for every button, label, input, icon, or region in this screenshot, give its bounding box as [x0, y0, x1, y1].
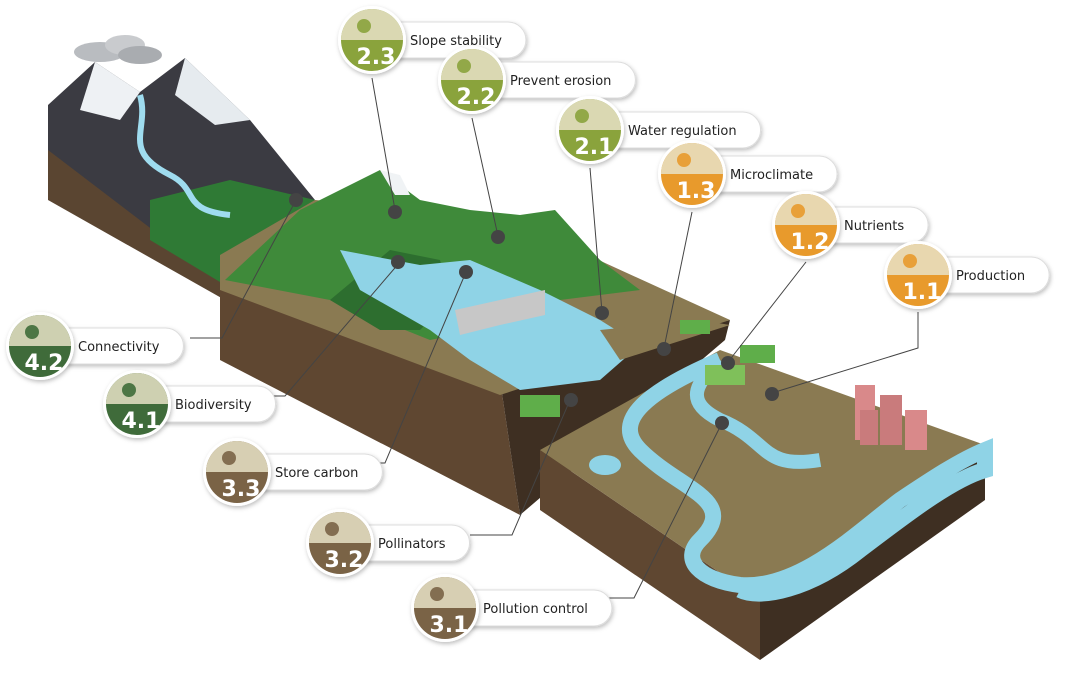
badge-store-carbon: 3.3 Store carbon [203, 438, 383, 506]
icon-glyph [457, 59, 471, 73]
line-nutrients [727, 261, 807, 363]
marker-pollinators [564, 393, 578, 407]
badge-number: 2.3 [357, 45, 396, 70]
icon-glyph [677, 153, 691, 167]
marker-connectivity [289, 193, 303, 207]
badge-number: 3.1 [430, 613, 469, 638]
wetland-icon [414, 577, 476, 608]
badge-label: Slope stability [410, 34, 502, 49]
badge-biodiversity: 4.1 Biodiversity [103, 370, 277, 438]
icon-glyph [430, 587, 444, 601]
icon-glyph [903, 254, 917, 268]
line-pollinators [470, 399, 571, 536]
trees-path-icon [9, 315, 71, 346]
marker-production [765, 387, 779, 401]
marker-biodiversity [391, 255, 405, 269]
badge-nutrients: 1.2 Nutrients [772, 191, 929, 259]
marker-microclimate [657, 342, 671, 356]
tree-animals-icon [106, 373, 168, 404]
badge-label: Water regulation [628, 124, 737, 139]
marker-store-carbon [459, 265, 473, 279]
badge-prevent-erosion: 2.2 Prevent erosion [438, 46, 636, 114]
sprout-soil-icon [775, 194, 837, 225]
marker-slope-stability [388, 205, 402, 219]
badge-label: Nutrients [844, 219, 904, 234]
badge-label: Prevent erosion [510, 74, 611, 89]
rock-slope-icon [341, 9, 403, 40]
badge-number: 4.1 [122, 409, 161, 434]
icon-glyph [122, 383, 136, 397]
waterfall-icon [559, 99, 621, 130]
badge-number: 3.3 [222, 477, 261, 502]
badge-number: 4.2 [25, 351, 64, 376]
badge-label: Pollution control [483, 602, 588, 617]
badge-label: Connectivity [78, 340, 160, 355]
badge-label: Production [956, 269, 1025, 284]
line-production [771, 312, 919, 394]
city-buildings [855, 385, 927, 450]
icon-glyph [575, 109, 589, 123]
icon-glyph [325, 522, 339, 536]
marker-prevent-erosion [491, 230, 505, 244]
marker-pollution-control [715, 416, 729, 430]
badge-connectivity: 4.2 Connectivity [6, 312, 184, 380]
badge-label: Microclimate [730, 168, 813, 183]
badge-microclimate: 1.3 Microclimate [658, 140, 838, 208]
badge-label: Biodiversity [175, 398, 252, 413]
badge-slope-stability: 2.3 Slope stability [338, 6, 527, 74]
badge-number: 1.1 [903, 280, 942, 305]
bee-worm-icon [309, 512, 371, 543]
line-slope-stability [371, 77, 396, 211]
service-badges: 2.3 Slope stability 2.2 Prevent erosion 2.1 W… [6, 6, 1050, 642]
badge-label: Store carbon [275, 466, 358, 481]
river-plain-block [540, 345, 993, 660]
seedling-icon [441, 49, 503, 80]
badge-number: 2.2 [457, 85, 496, 110]
badge-label: Pollinators [378, 537, 446, 552]
line-water-regulation [589, 167, 603, 313]
icon-glyph [222, 451, 236, 465]
badge-pollinators: 3.2 Pollinators [306, 509, 471, 577]
badge-number: 1.2 [791, 230, 830, 255]
line-microclimate [663, 211, 693, 349]
icon-glyph [357, 19, 371, 33]
corn-fish-icon [887, 244, 949, 275]
badge-water-regulation: 2.1 Water regulation [556, 96, 762, 164]
badge-pollution-control: 3.1 Pollution control [411, 574, 613, 642]
tree-wind-icon [661, 143, 723, 174]
badge-production: 1.1 Production [884, 241, 1050, 309]
marker-nutrients [721, 356, 735, 370]
badge-number: 1.3 [677, 179, 716, 204]
tree-deer-icon [206, 441, 268, 472]
icon-glyph [25, 325, 39, 339]
callout-lines [190, 77, 919, 599]
line-connectivity [190, 201, 296, 339]
line-prevent-erosion [471, 117, 499, 237]
marker-water-regulation [595, 306, 609, 320]
badge-number: 3.2 [325, 548, 364, 573]
location-markers [289, 193, 779, 430]
cloud [74, 35, 162, 64]
badge-number: 2.1 [575, 135, 614, 160]
icon-glyph [791, 204, 805, 218]
